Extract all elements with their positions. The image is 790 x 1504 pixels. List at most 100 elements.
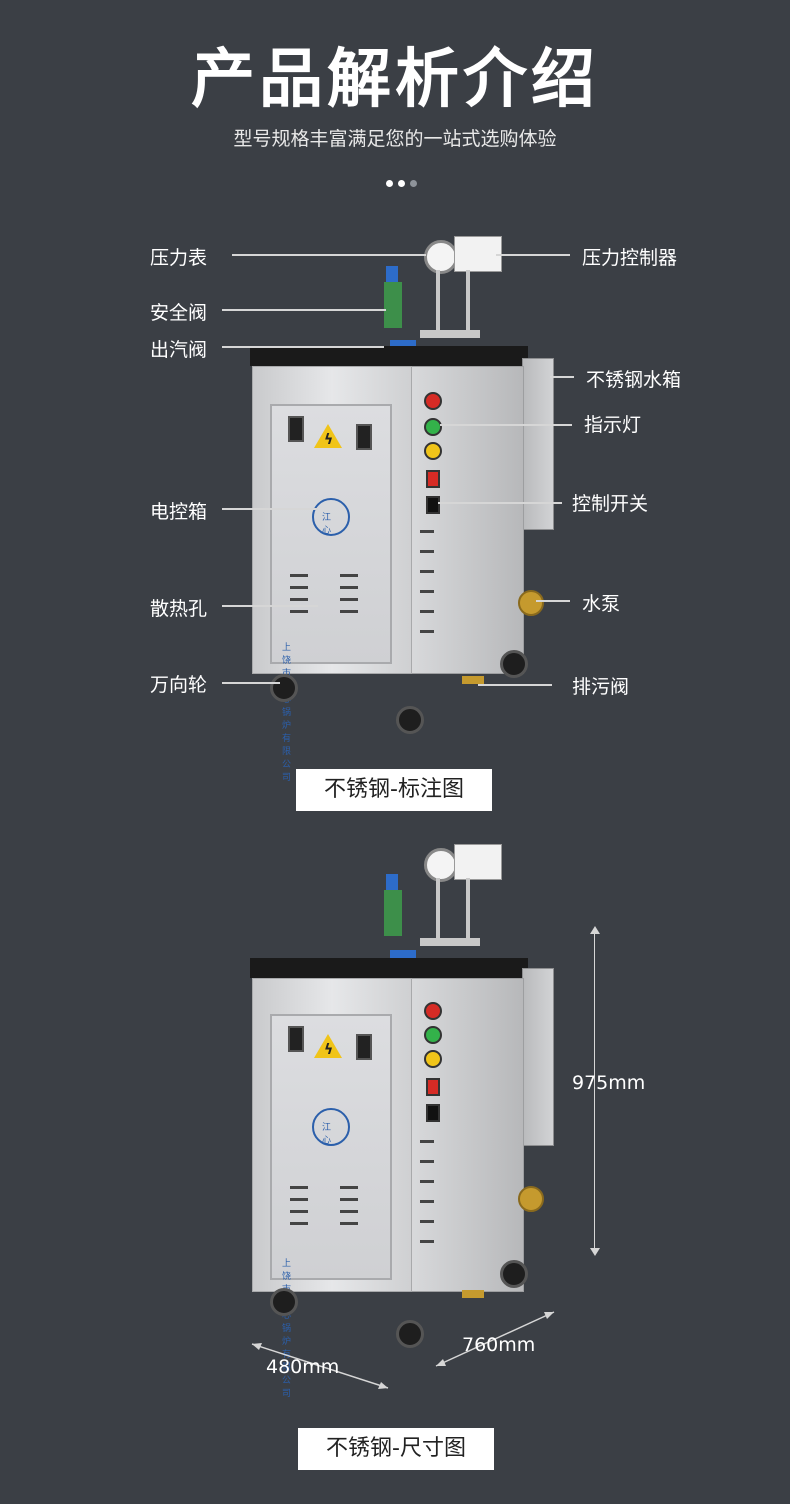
vent <box>340 598 358 601</box>
base-dimension-lines <box>251 1311 555 1389</box>
valve-cap <box>386 874 398 890</box>
vent <box>420 1180 434 1183</box>
pressure-gauge-icon <box>424 240 458 274</box>
pipe <box>436 878 440 938</box>
pressure-controller-icon <box>454 844 502 880</box>
pipe <box>466 878 470 938</box>
label-caster: 万向轮 <box>150 674 208 696</box>
door-lock-icon <box>356 424 372 450</box>
vent <box>420 570 434 573</box>
caster-icon <box>396 1320 424 1348</box>
side-panel <box>410 366 524 674</box>
dot-2[interactable] <box>398 180 405 187</box>
label-indicator: 指示灯 <box>584 414 642 436</box>
label-pressure-gauge: 压力表 <box>150 247 208 269</box>
logo-text: 江心 <box>322 513 332 536</box>
vent <box>420 630 434 633</box>
label-steam-outlet: 出汽阀 <box>150 339 208 361</box>
side-panel <box>410 978 524 1292</box>
arrow-up-icon <box>590 926 600 934</box>
top-plate <box>250 346 528 366</box>
brand-text: 上饶市江心锅炉有限公司 <box>282 643 293 783</box>
vent <box>340 1210 358 1213</box>
manifold <box>420 938 480 946</box>
leader-line <box>496 254 570 256</box>
label-vent-holes: 散热孔 <box>150 598 208 620</box>
vent <box>420 610 434 613</box>
steam-outlet-icon <box>390 340 416 348</box>
caption-dimension: 不锈钢-尺寸图 <box>298 1428 494 1470</box>
indicator-green-icon <box>424 418 442 436</box>
leader-line <box>222 605 318 607</box>
indicator-yellow-icon <box>424 442 442 460</box>
indicator-yellow-icon <box>424 1050 442 1068</box>
dot-3[interactable] <box>410 180 417 187</box>
control-switch-icon <box>426 1104 440 1122</box>
valve-cap <box>386 266 398 282</box>
caster-icon <box>500 650 528 678</box>
width-label: 760mm <box>462 1334 536 1356</box>
logo-text: 江心 <box>322 1123 332 1146</box>
warning-icon <box>314 424 342 448</box>
safety-valve-icon <box>384 282 402 328</box>
vent <box>290 1198 308 1201</box>
page-subtitle: 型号规格丰富满足您的一站式选购体验 <box>233 128 557 150</box>
indicator-red-icon <box>424 1002 442 1020</box>
indicator-green-icon <box>424 1026 442 1044</box>
water-pump-icon <box>518 1186 544 1212</box>
vent <box>290 586 308 589</box>
leader-line <box>536 600 570 602</box>
control-switch-icon <box>426 496 440 514</box>
pressure-gauge-icon <box>424 848 458 882</box>
vent <box>290 574 308 577</box>
arrow-down-icon <box>590 1248 600 1256</box>
height-dimension-line <box>594 930 595 1250</box>
label-control-switch: 控制开关 <box>572 493 649 515</box>
water-tank-icon <box>522 968 554 1146</box>
caster-icon <box>270 1288 298 1316</box>
height-label: 975mm <box>572 1072 646 1094</box>
door-lock-icon <box>288 1026 304 1052</box>
leader-line <box>438 502 562 504</box>
depth-label: 480mm <box>266 1356 340 1378</box>
vent <box>420 1200 434 1203</box>
vent <box>420 1220 434 1223</box>
safety-valve-icon <box>384 890 402 936</box>
logo-icon <box>312 1108 350 1146</box>
leader-line <box>222 682 280 684</box>
leader-line <box>222 508 318 510</box>
vent <box>420 530 434 533</box>
door-lock-icon <box>288 416 304 442</box>
pressure-controller-icon <box>454 236 502 272</box>
pipe <box>466 270 470 330</box>
vent <box>340 1186 358 1189</box>
vent <box>340 1222 358 1225</box>
label-control-box: 电控箱 <box>150 501 208 523</box>
dot-1[interactable] <box>386 180 393 187</box>
vent <box>340 574 358 577</box>
caption-annotated: 不锈钢-标注图 <box>296 769 492 811</box>
switch-red-icon <box>426 470 440 488</box>
door-lock-icon <box>356 1034 372 1060</box>
caster-icon <box>396 706 424 734</box>
vent <box>420 1240 434 1243</box>
label-water-pump: 水泵 <box>582 593 621 615</box>
leader-line <box>232 254 426 256</box>
drain-valve-icon <box>462 1290 484 1298</box>
drain-valve-icon <box>462 676 484 684</box>
top-plate <box>250 958 528 978</box>
vent <box>340 610 358 613</box>
indicator-red-icon <box>424 392 442 410</box>
vent <box>420 1160 434 1163</box>
vent <box>340 586 358 589</box>
vent <box>420 1140 434 1143</box>
caster-icon <box>500 1260 528 1288</box>
page-title: 产品解析介绍 <box>191 43 599 117</box>
vent <box>290 1222 308 1225</box>
water-tank-icon <box>522 358 554 530</box>
vent <box>290 1210 308 1213</box>
leader-line <box>222 309 386 311</box>
switch-red-icon <box>426 1078 440 1096</box>
carousel-dots <box>386 180 417 187</box>
leader-line <box>550 376 574 378</box>
